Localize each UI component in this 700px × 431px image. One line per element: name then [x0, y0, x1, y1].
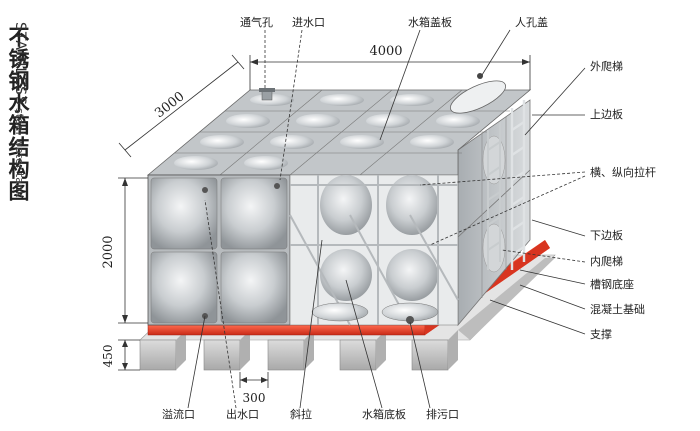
label-tie-rods: 横、纵向拉杆: [590, 165, 656, 179]
label-overflow: 溢流口: [162, 407, 195, 421]
label-outer-ladder: 外爬梯: [590, 60, 623, 73]
dim-length: 4000: [369, 44, 402, 59]
label-top-plate: 上边板: [590, 107, 623, 121]
inner-ladder-shape: [487, 122, 501, 270]
title-en-sub: steel water tank: [13, 108, 26, 198]
vent-shape: [259, 88, 275, 101]
dim-height: 2000: [101, 235, 116, 268]
label-bottom-side-plate: 下边板: [590, 228, 623, 242]
dim-spacing: 300: [243, 391, 266, 405]
title-cn: 不锈钢水箱结构图: [6, 26, 30, 202]
label-outlet: 出水口: [226, 407, 259, 421]
label-vent: 通气孔: [240, 15, 273, 29]
top-panel-domes: [174, 94, 480, 170]
label-manhole: 人孔盖: [515, 15, 548, 29]
label-cover-plate: 水箱盖板: [408, 15, 452, 29]
label-diagonal-brace: 斜拉: [290, 407, 312, 421]
label-drain: 排污口: [426, 407, 459, 421]
tie-rods-shape: [289, 175, 459, 326]
dim-base-height: 450: [101, 345, 115, 368]
label-inlet: 进水口: [292, 16, 325, 29]
label-concrete-base: 混凝土基础: [590, 302, 645, 316]
tank-front-face: [147, 174, 291, 326]
label-channel-base: 槽钢底座: [590, 277, 634, 291]
label-support: 支撑: [590, 327, 612, 341]
label-bottom-plate: 水箱底板: [362, 407, 406, 421]
concrete-piers: [139, 258, 555, 371]
tank-top: [146, 73, 532, 176]
label-inner-ladder: 内爬梯: [590, 254, 623, 268]
tank-interior: [289, 122, 501, 326]
leader-lines: [187, 29, 586, 409]
manhole-cover-shape: [450, 73, 506, 114]
outer-ladder-shape: [510, 100, 526, 270]
title-en: STAINLESS: [12, 22, 28, 106]
